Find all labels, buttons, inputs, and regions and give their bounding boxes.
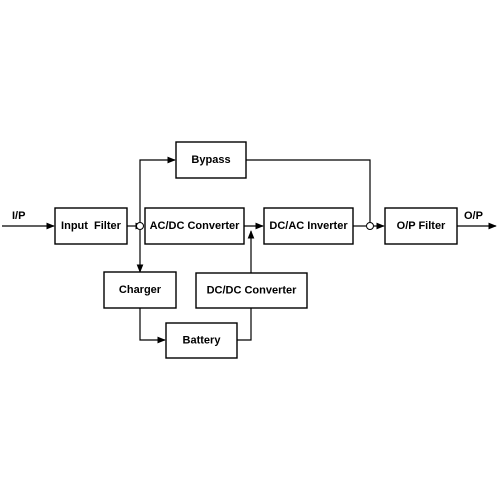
wire-charger-to-battery bbox=[139, 308, 166, 344]
wire-bypass-to-junction bbox=[246, 159, 371, 222]
dc-ac-inverter-label: DC/AC Inverter bbox=[269, 220, 348, 232]
bypass-label: Bypass bbox=[191, 154, 230, 166]
input-label: I/P bbox=[12, 210, 25, 222]
battery-label: Battery bbox=[183, 335, 222, 347]
op-filter-block: O/P Filter bbox=[384, 207, 458, 245]
op-filter-label: O/P Filter bbox=[397, 220, 446, 232]
input-junction-node bbox=[136, 222, 144, 230]
connections bbox=[2, 156, 497, 344]
wire-battery-to-dc-dc bbox=[237, 308, 252, 341]
dc-dc-converter-label: DC/DC Converter bbox=[207, 285, 298, 297]
output-label: O/P bbox=[464, 210, 483, 222]
ac-dc-converter-label: AC/DC Converter bbox=[150, 220, 241, 232]
bypass-block: Bypass bbox=[175, 141, 247, 179]
output-junction-node bbox=[366, 222, 374, 230]
ac-dc-converter-block: AC/DC Converter bbox=[144, 207, 245, 245]
input-filter-label: Input Filter bbox=[61, 220, 122, 232]
wire-node-to-bypass bbox=[139, 156, 176, 222]
dc-dc-converter-block: DC/DC Converter bbox=[195, 272, 308, 309]
battery-block: Battery bbox=[165, 322, 238, 359]
dc-ac-inverter-block: DC/AC Inverter bbox=[263, 207, 354, 245]
charger-label: Charger bbox=[119, 284, 162, 296]
input-filter-block: Input Filter bbox=[54, 207, 128, 245]
charger-block: Charger bbox=[103, 271, 177, 309]
